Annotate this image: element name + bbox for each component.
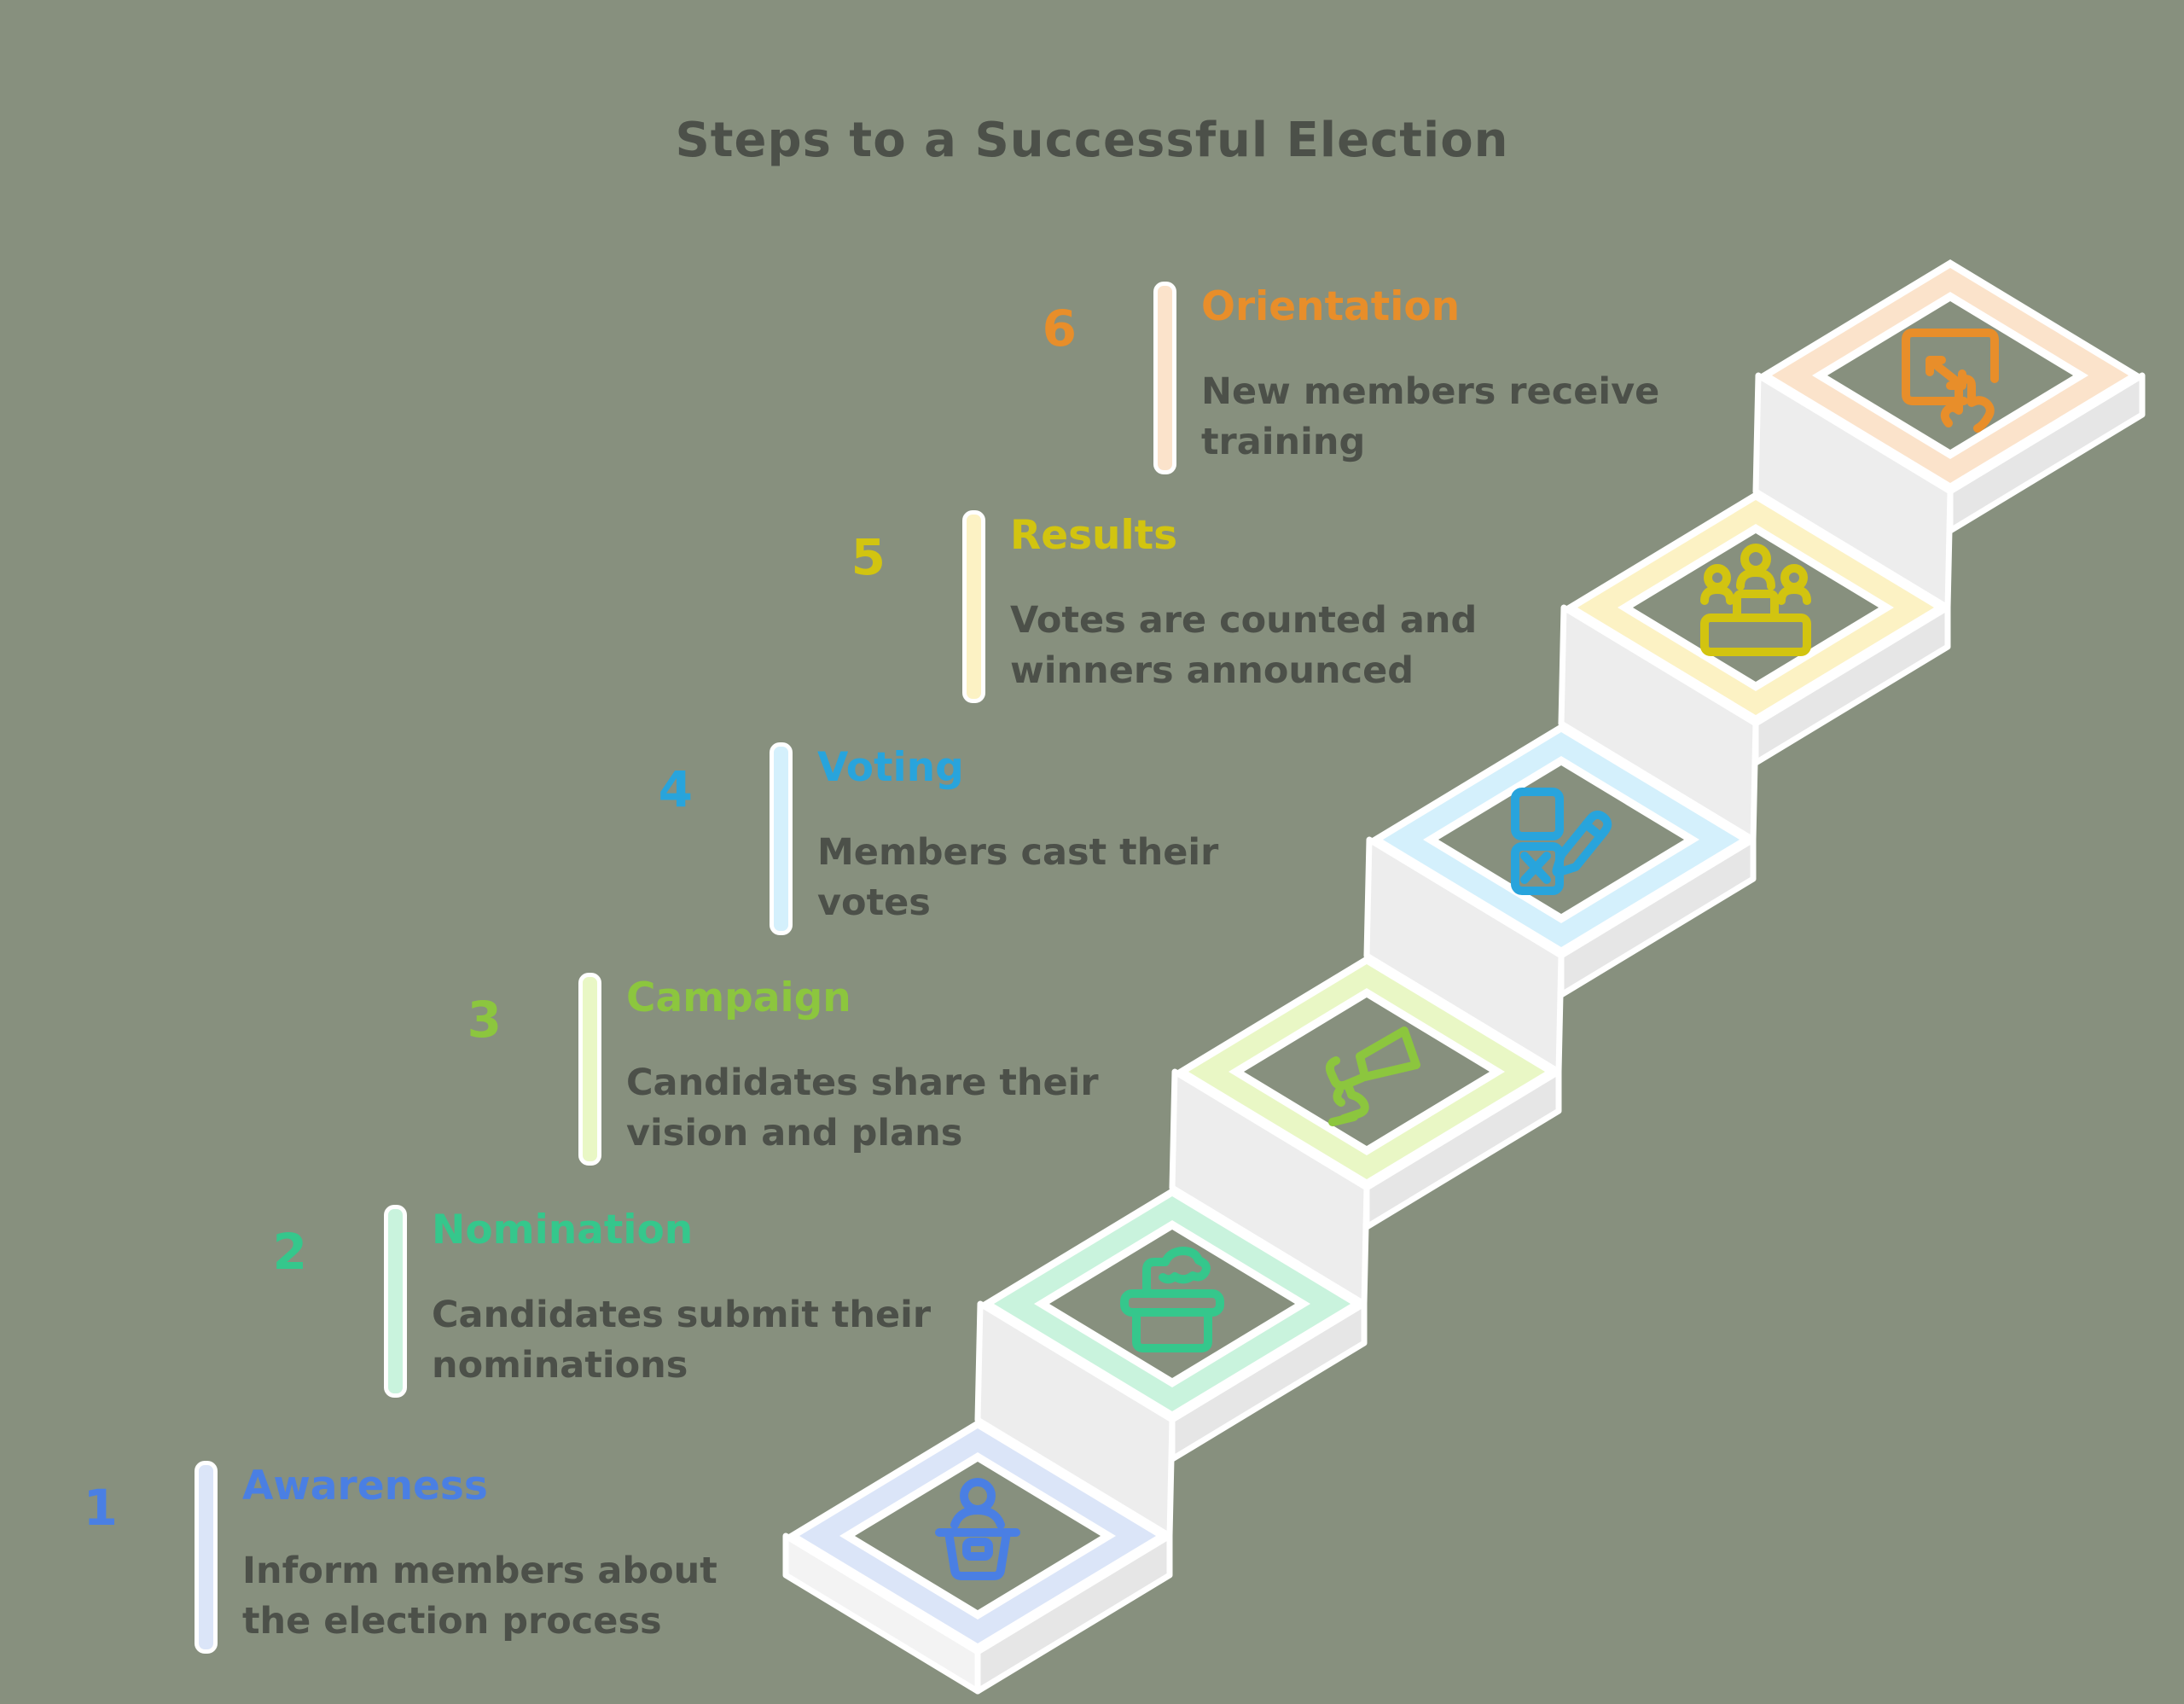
step-description: Candidates submit their nominations	[432, 1294, 932, 1387]
step-label-3: 3 Campaign Candidates share their vision…	[391, 973, 1141, 1263]
step-title: Voting	[817, 744, 964, 791]
step-title: Results	[1010, 512, 1178, 559]
step-number: 5	[851, 528, 886, 586]
step-number: 6	[1042, 300, 1077, 358]
step-title: Awareness	[242, 1463, 488, 1509]
step-description: Votes are counted and winners announced	[1010, 599, 1478, 693]
speaker-podium-icon	[935, 1478, 1020, 1580]
step-title: Orientation	[1201, 283, 1461, 330]
step-number: 3	[467, 991, 502, 1049]
step-accent-bar	[770, 742, 793, 935]
step-number: 1	[83, 1479, 118, 1537]
step-number: 2	[272, 1223, 307, 1281]
checkbox-pencil-icon	[1511, 788, 1612, 895]
step-accent-bar	[195, 1461, 218, 1654]
step-label-4: 4 Voting Members cast their votes	[582, 742, 1333, 1032]
staircase-edges	[782, 372, 2146, 1695]
page-title: Steps to a Successful Election	[675, 113, 1509, 168]
step-accent-bar	[962, 510, 985, 703]
winners-podium-icon	[1700, 544, 1811, 656]
training-screen-icon	[1902, 329, 1999, 433]
megaphone-icon	[1325, 1026, 1420, 1126]
step-title: Nomination	[432, 1207, 694, 1253]
step-description: Members cast their votes	[817, 831, 1219, 925]
step-description: Candidates share their vision and plans	[626, 1061, 1099, 1155]
step-description: New members receive training	[1201, 370, 1660, 464]
step-label-5: 5 Results Votes are counted and winners …	[775, 510, 1525, 800]
step-description: Inform members about the election proces…	[242, 1550, 717, 1643]
step-accent-bar	[578, 973, 601, 1166]
step-label-1: 1 Awareness Inform members about the ele…	[7, 1461, 758, 1704]
step-accent-bar	[384, 1205, 407, 1398]
step-label-2: 2 Nomination Candidates submit their nom…	[196, 1205, 947, 1495]
step-number: 4	[658, 760, 693, 818]
step-title: Campaign	[626, 974, 851, 1021]
ballot-box-hand-icon	[1120, 1247, 1224, 1352]
step-accent-bar	[1153, 282, 1176, 474]
step-label-6: 6 Orientation New members receive traini…	[966, 282, 1716, 572]
